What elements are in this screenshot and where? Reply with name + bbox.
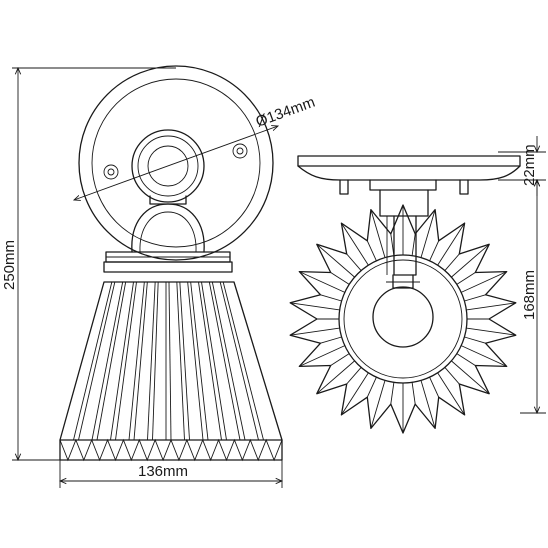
starburst-ridge bbox=[466, 302, 516, 311]
arm-bracket bbox=[379, 189, 429, 217]
shade-flute-line bbox=[219, 281, 259, 441]
height-label: 250mm bbox=[1, 240, 18, 290]
starburst-valley bbox=[444, 253, 460, 271]
starburst-valley bbox=[320, 336, 342, 344]
starburst-ridge bbox=[461, 345, 507, 367]
diameter-label: Ø134mm bbox=[254, 94, 318, 131]
pin-left bbox=[339, 179, 349, 195]
shade-flute-line bbox=[179, 281, 190, 441]
starburst-valley bbox=[456, 353, 476, 366]
width-label: 136mm bbox=[138, 463, 188, 480]
starburst-valley bbox=[411, 233, 416, 256]
gallery-lip bbox=[103, 261, 233, 273]
screw-hole-left bbox=[103, 164, 119, 180]
starburst-outline bbox=[289, 204, 517, 434]
holder-neck bbox=[392, 274, 414, 289]
shade-flute-line bbox=[208, 281, 241, 441]
shade-rim-inner bbox=[343, 259, 463, 379]
diameter-dimension-line bbox=[74, 126, 278, 200]
starburst-ridge bbox=[451, 243, 490, 278]
starburst-ridge bbox=[299, 271, 345, 293]
starburst-valley bbox=[429, 377, 440, 398]
projection-label: 168mm bbox=[521, 270, 538, 320]
shade-flute-line bbox=[91, 281, 124, 441]
starburst-ridge bbox=[370, 380, 386, 429]
starburst-valley bbox=[366, 377, 377, 398]
shade-flute-line bbox=[110, 281, 134, 441]
starburst-valley bbox=[330, 353, 350, 366]
shade-zigzag-path bbox=[59, 438, 283, 462]
shade-flute-line bbox=[133, 281, 148, 441]
starburst-ridge bbox=[290, 302, 340, 311]
starburst-ridge bbox=[437, 372, 465, 416]
starburst-ridge bbox=[420, 209, 436, 258]
dome-cap bbox=[131, 203, 205, 253]
shade-flute-line bbox=[198, 281, 222, 441]
starburst-ridge bbox=[466, 327, 516, 336]
shade-flute-line bbox=[201, 281, 227, 441]
shade-flute-line bbox=[73, 281, 113, 441]
starburst-ridge bbox=[290, 327, 340, 336]
shade-flute-line bbox=[128, 281, 145, 441]
starburst-ridge bbox=[451, 360, 490, 395]
plate-profile-curve bbox=[297, 165, 521, 181]
starburst-ridge bbox=[461, 271, 507, 293]
starburst-ridge bbox=[341, 222, 369, 266]
shade-flute-line bbox=[187, 281, 204, 441]
arm-stem bbox=[393, 215, 417, 276]
starburst-valley bbox=[346, 253, 362, 271]
depth-label: 22mm bbox=[521, 144, 538, 186]
shade-starburst bbox=[289, 204, 517, 434]
starburst-valley bbox=[456, 272, 476, 285]
starburst-valley bbox=[390, 233, 395, 256]
bulb-holder bbox=[372, 286, 434, 348]
starburst-valley bbox=[444, 367, 460, 385]
shade-flute-line bbox=[152, 281, 159, 441]
screw-hole-right bbox=[232, 143, 248, 159]
shade-flute-line bbox=[211, 281, 246, 441]
screw-hole-left-inner bbox=[107, 168, 115, 176]
shade-flutes bbox=[73, 281, 264, 441]
screw-hole-right-inner bbox=[236, 147, 244, 155]
starburst-valley bbox=[464, 336, 486, 344]
starburst-ridge bbox=[437, 222, 465, 266]
side-view: 22mm 168mm bbox=[289, 136, 546, 434]
starburst-valley bbox=[411, 382, 416, 405]
shade-zigzag bbox=[59, 438, 283, 462]
dome-cap-inner bbox=[139, 211, 197, 253]
shade-flute-line bbox=[176, 281, 185, 441]
starburst-ridge bbox=[316, 360, 355, 395]
shade-bottom-band bbox=[59, 439, 283, 461]
shade-flute-line bbox=[96, 281, 127, 441]
shade-flute-line bbox=[222, 281, 264, 441]
pin-right bbox=[459, 179, 469, 195]
starburst-valley bbox=[346, 367, 362, 385]
starburst-ridge bbox=[370, 209, 386, 258]
shade-flute-line bbox=[78, 281, 116, 441]
starburst-valley bbox=[390, 382, 395, 405]
front-view: Ø134mm 250mm 136mm bbox=[1, 65, 318, 488]
starburst-valley bbox=[366, 240, 377, 261]
shade-flute-line bbox=[147, 281, 156, 441]
starburst-valley bbox=[320, 294, 342, 302]
starburst-valley bbox=[330, 272, 350, 285]
shade-flute-line bbox=[115, 281, 137, 441]
starburst-ridge bbox=[299, 345, 345, 367]
shade-rim-outer bbox=[338, 254, 468, 384]
starburst-ridge bbox=[420, 380, 436, 429]
starburst-valley bbox=[464, 294, 486, 302]
shade-flute-line bbox=[190, 281, 209, 441]
arm-top bbox=[369, 179, 437, 191]
plate-profile bbox=[297, 155, 521, 167]
shade-flute-line bbox=[168, 281, 172, 441]
starburst-ridge bbox=[341, 372, 369, 416]
starburst-ridge bbox=[316, 243, 355, 278]
starburst-valley bbox=[429, 240, 440, 261]
